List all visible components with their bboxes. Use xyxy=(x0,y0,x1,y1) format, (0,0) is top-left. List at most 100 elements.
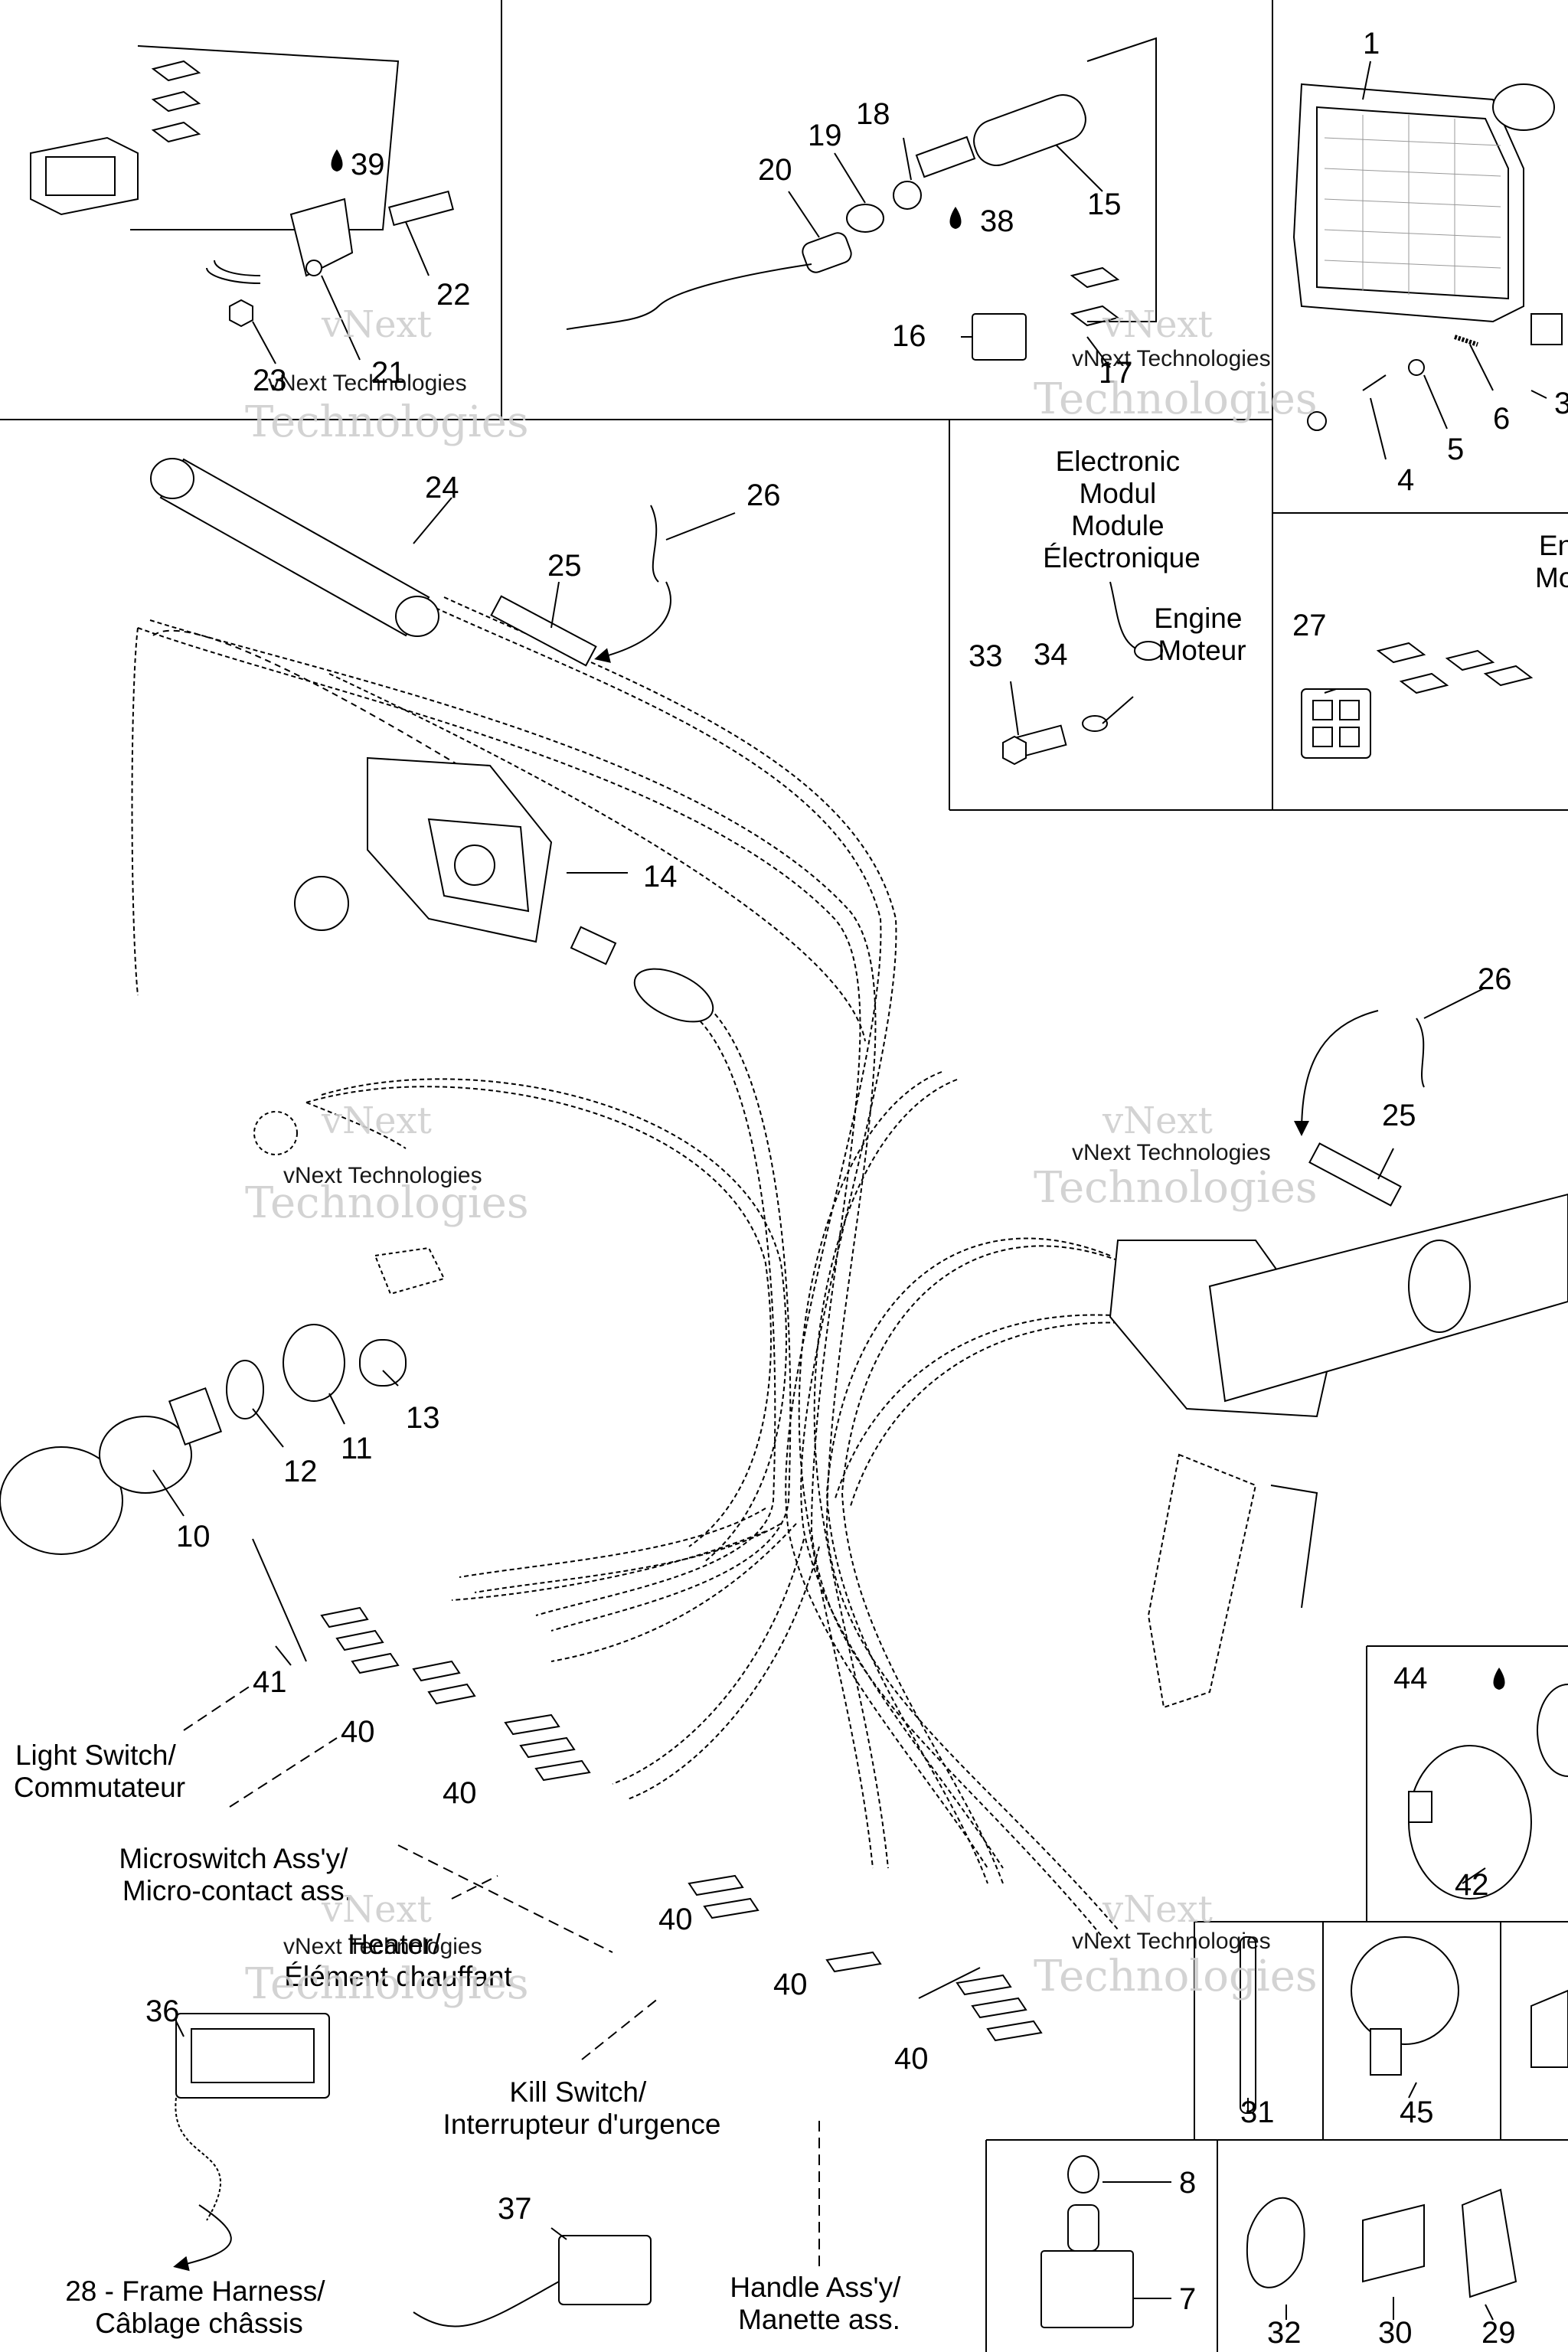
callout-32: 32 xyxy=(1267,2316,1302,2350)
label-en: En xyxy=(1539,530,1568,561)
flasher-relay-group xyxy=(30,45,454,328)
callout-13: 13 xyxy=(406,1401,440,1435)
label-kill-switch-2: Interrupteur d'urgence xyxy=(443,2109,721,2140)
throttle-housing xyxy=(152,629,714,1023)
headlight xyxy=(1292,83,1563,431)
svg-text:Technologies: Technologies xyxy=(1034,374,1318,424)
callout-40e: 40 xyxy=(894,2042,929,2076)
label-electronic-module: Electronic Modul Module Électronique xyxy=(1043,446,1200,573)
callout-38: 38 xyxy=(980,204,1014,238)
callout-40b: 40 xyxy=(443,1776,477,1810)
callout-15: 15 xyxy=(1087,188,1122,221)
drop-icon-44 xyxy=(1493,1668,1505,1690)
label-leaders xyxy=(183,1684,820,2266)
label-kill-switch: Kill Switch/ Interrupteur d'urgence xyxy=(443,2076,721,2140)
watermark-1: vNext vNext Technologies Technologies xyxy=(245,303,529,447)
svg-text:vNext: vNext xyxy=(1102,1099,1213,1142)
svg-text:vNext: vNext xyxy=(321,1888,432,1931)
label-electronic-3: Module xyxy=(1071,510,1164,541)
svg-text:vNext Technologies: vNext Technologies xyxy=(283,1163,482,1188)
callout-45: 45 xyxy=(1400,2096,1434,2129)
drop-icon-39 xyxy=(331,149,343,172)
label-kill-switch-1: Kill Switch/ xyxy=(509,2076,647,2108)
connector-group-top xyxy=(566,37,1157,361)
label-microswitch: Microswitch Ass'y/ Micro-contact ass. xyxy=(119,1843,355,1906)
label-frame-harness-2: Câblage châssis xyxy=(95,2308,302,2339)
callout-21: 21 xyxy=(371,356,406,390)
label-light-switch-2: Commutateur xyxy=(14,1772,185,1803)
callout-7: 7 xyxy=(1179,2282,1196,2316)
callout-41: 41 xyxy=(253,1665,287,1699)
switch-parts xyxy=(0,1111,446,1555)
callout-5: 5 xyxy=(1447,433,1464,466)
label-handle: Handle Ass'y/ Manette ass. xyxy=(730,2272,908,2335)
callout-4: 4 xyxy=(1397,463,1414,497)
label-light-switch-1: Light Switch/ xyxy=(15,1740,176,1771)
grip-24 xyxy=(150,458,659,667)
watermark-5: vNext vNext Technologies Technologies xyxy=(245,1888,529,2009)
callout-33: 33 xyxy=(969,639,1003,673)
callout-37: 37 xyxy=(498,2192,532,2226)
connector-27 xyxy=(1301,642,1534,759)
callout-20: 20 xyxy=(758,153,792,187)
wiring-harness xyxy=(131,596,1149,1938)
terminal-clusters xyxy=(320,1606,1043,2042)
label-engine: Engine Moteur xyxy=(1154,603,1250,666)
callout-6: 6 xyxy=(1493,402,1510,436)
callout-12: 12 xyxy=(283,1455,318,1488)
svg-text:Technologies: Technologies xyxy=(1034,1952,1318,2001)
svg-text:Technologies: Technologies xyxy=(245,397,529,447)
callout-3: 3 xyxy=(1554,387,1568,420)
leader-lines xyxy=(152,60,1547,2321)
callout-44: 44 xyxy=(1393,1661,1428,1695)
label-engine-1: Engine xyxy=(1154,603,1242,634)
label-engine-2: Moteur xyxy=(1158,635,1246,666)
right-handlebar xyxy=(1109,1018,1568,1709)
callout-8: 8 xyxy=(1179,2166,1196,2200)
lubricant-drops xyxy=(331,149,1505,1690)
callout-1: 1 xyxy=(1363,27,1380,60)
bottom-parts xyxy=(175,2013,1517,2328)
callout-36: 36 xyxy=(145,1994,180,2028)
callout-40d: 40 xyxy=(773,1968,808,2001)
label-engine-module-cut: En Mo xyxy=(1535,530,1568,593)
callout-26b: 26 xyxy=(1478,962,1512,996)
callout-30: 30 xyxy=(1378,2316,1413,2350)
callout-26a: 26 xyxy=(746,479,781,512)
svg-text:vNext: vNext xyxy=(321,303,432,346)
drop-icon-38 xyxy=(949,207,962,229)
svg-text:Technologies: Technologies xyxy=(1034,1163,1318,1213)
callout-10: 10 xyxy=(176,1520,211,1553)
callout-24: 24 xyxy=(425,471,459,505)
svg-text:vNext Technologies: vNext Technologies xyxy=(1072,1140,1271,1165)
svg-text:vNext Technologies: vNext Technologies xyxy=(268,371,467,396)
callout-14: 14 xyxy=(643,860,678,893)
label-electronic-4: Électronique xyxy=(1043,542,1200,573)
label-microswitch-2: Micro-contact ass. xyxy=(122,1875,352,1906)
callout-18: 18 xyxy=(856,97,890,131)
callout-34: 34 xyxy=(1034,638,1068,671)
label-microswitch-1: Microswitch Ass'y/ xyxy=(119,1843,348,1874)
svg-text:vNext: vNext xyxy=(1102,1888,1213,1931)
label-heater: Heater/ Élément chauffant xyxy=(284,1929,512,1992)
callout-numbers: 1 3 4 5 6 7 8 10 11 12 13 14 15 16 17 18… xyxy=(145,27,1568,2350)
callout-25a: 25 xyxy=(547,549,582,583)
label-electronic-2: Modul xyxy=(1079,478,1156,509)
label-heater-1: Heater/ xyxy=(348,1929,441,1960)
callout-40a: 40 xyxy=(341,1715,375,1749)
label-frame-harness: 28 - Frame Harness/ Câblage châssis xyxy=(65,2275,333,2339)
text-labels: Electronic Modul Module Électronique Eng… xyxy=(14,446,1568,2339)
svg-text:Technologies: Technologies xyxy=(245,1178,529,1228)
callout-23: 23 xyxy=(253,364,287,397)
svg-text:vNext Technologies: vNext Technologies xyxy=(1072,1929,1271,1954)
callout-25b: 25 xyxy=(1382,1099,1416,1132)
callout-19: 19 xyxy=(808,119,842,152)
callout-17: 17 xyxy=(1099,356,1133,390)
svg-text:vNext Technologies: vNext Technologies xyxy=(283,1934,482,1959)
label-handle-2: Manette ass. xyxy=(738,2304,900,2335)
watermark-2: vNext vNext Technologies Technologies xyxy=(1034,303,1318,424)
watermarks: vNext vNext Technologies Technologies vN… xyxy=(245,303,1318,2009)
callout-42: 42 xyxy=(1455,1868,1489,1902)
